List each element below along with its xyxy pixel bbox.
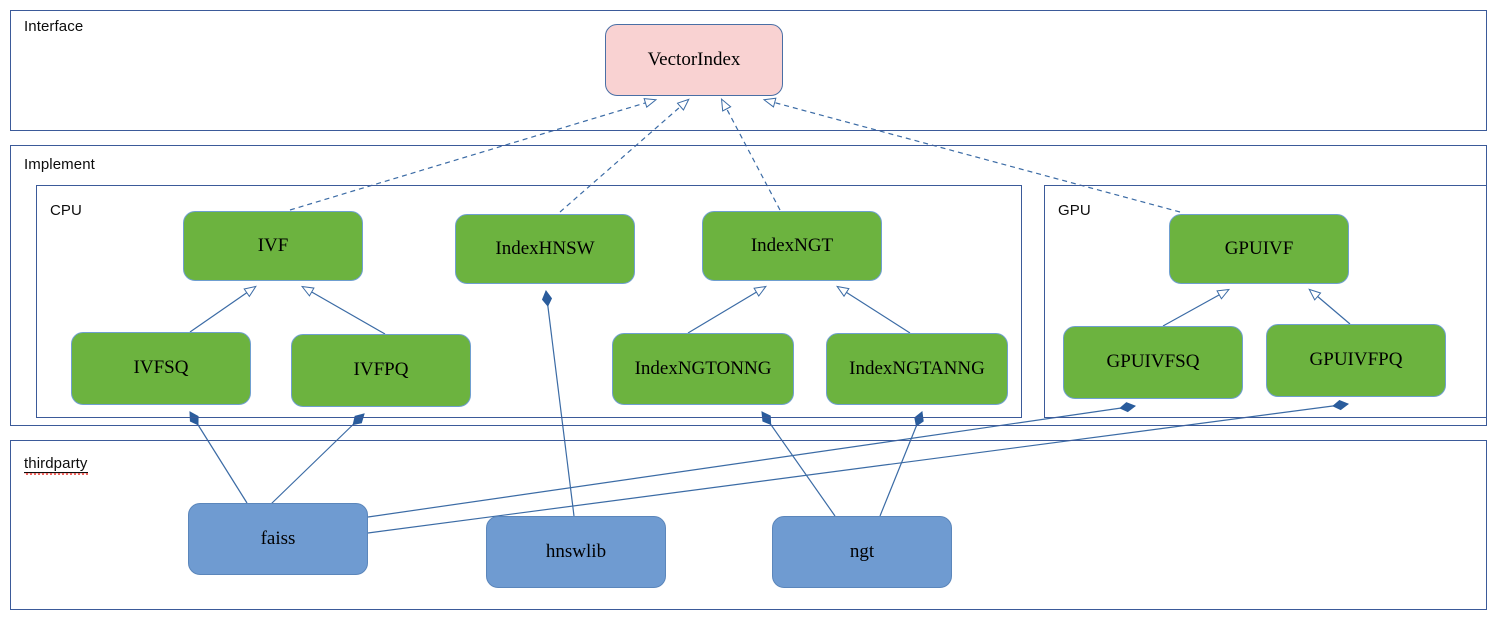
node-gpuivfpq[interactable]: GPUIVFPQ [1266, 324, 1446, 397]
frame-label-implement: Implement [24, 156, 95, 173]
frame-interface [10, 10, 1487, 131]
frame-gpu [1044, 185, 1487, 418]
node-ivfsq[interactable]: IVFSQ [71, 332, 251, 405]
node-indexhnsw[interactable]: IndexHNSW [455, 214, 635, 284]
frame-label-interface: Interface [24, 18, 84, 35]
node-indexngtonng[interactable]: IndexNGTONNG [612, 333, 794, 405]
node-hnswlib[interactable]: hnswlib [486, 516, 666, 588]
node-indexngt[interactable]: IndexNGT [702, 211, 882, 281]
node-gpuivf[interactable]: GPUIVF [1169, 214, 1349, 284]
frame-cpu [36, 185, 1022, 418]
node-faiss[interactable]: faiss [188, 503, 368, 575]
frame-label-cpu: CPU [50, 202, 82, 219]
frame-label-gpu: GPU [1058, 202, 1091, 219]
node-ivfpq[interactable]: IVFPQ [291, 334, 471, 407]
node-gpuivfsq[interactable]: GPUIVFSQ [1063, 326, 1243, 399]
node-indexngtanng[interactable]: IndexNGTANNG [826, 333, 1008, 405]
node-ivf[interactable]: IVF [183, 211, 363, 281]
node-vectorindex[interactable]: VectorIndex [605, 24, 783, 96]
frame-thirdparty [10, 440, 1487, 610]
node-ngt[interactable]: ngt [772, 516, 952, 588]
frame-label-thirdparty: thirdparty [24, 455, 88, 475]
